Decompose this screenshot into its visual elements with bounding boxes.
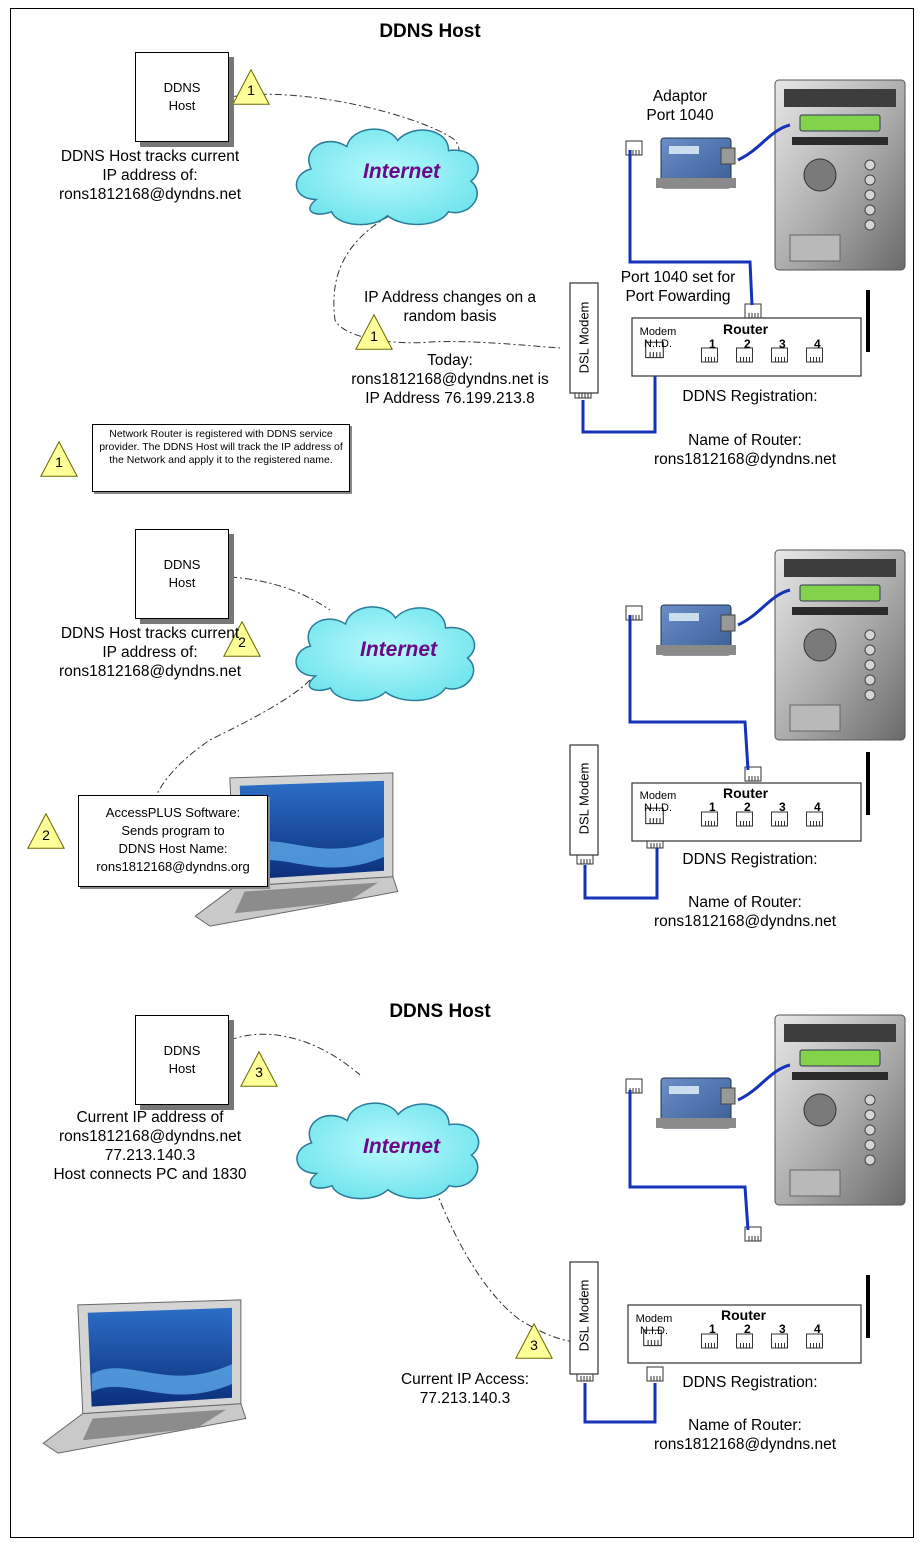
ip-access-label: Current IP Access:77.213.140.3 <box>400 1371 530 1407</box>
step-number: 3 <box>255 1064 263 1080</box>
port-number: 4 <box>814 1322 821 1336</box>
router-label: Router <box>723 321 769 337</box>
port-number: 4 <box>814 800 821 814</box>
ddns-registration-label: DDNS Registration: <box>682 388 818 405</box>
port-number: 3 <box>779 337 786 351</box>
host-label: Host <box>168 98 196 113</box>
adaptor-image <box>655 604 737 656</box>
port-number: 2 <box>744 1322 751 1336</box>
laptop-image <box>42 1299 247 1454</box>
door-panel-image <box>774 1014 906 1206</box>
host-label: DDNS <box>163 80 201 95</box>
port-number: 3 <box>779 800 786 814</box>
ddns-registration-label: DDNS Registration: <box>682 1374 818 1391</box>
port-number: 4 <box>814 337 821 351</box>
router-name-label: Name of Router:rons1812168@dyndns.net <box>653 432 837 468</box>
note-box: Network Router is registered with DDNS s… <box>92 424 350 492</box>
port-number: 3 <box>779 1322 786 1336</box>
adaptor-image <box>655 1077 737 1129</box>
router-label: Router <box>723 785 769 801</box>
step-number: 2 <box>238 634 246 650</box>
dsl-modem-box <box>569 282 599 394</box>
diagram-frame <box>10 8 914 1538</box>
ddns-registration-label: DDNS Registration: <box>682 851 818 868</box>
ddns-host-box: DDNS Host <box>135 52 229 142</box>
port-number: 1 <box>709 1322 716 1336</box>
dsl-modem-label: DSL Modem <box>576 762 592 835</box>
panel-1-graphics <box>40 69 906 477</box>
dsl-modem-box <box>569 1261 599 1375</box>
step-number: 1 <box>370 328 378 344</box>
panel-title: DDNS Host <box>379 21 481 42</box>
router-box <box>631 317 862 377</box>
dsl-modem-label: DSL Modem <box>576 301 592 374</box>
door-panel-image <box>774 549 906 741</box>
port-number: 2 <box>744 337 751 351</box>
internet-label: Internet <box>363 1135 441 1158</box>
panel-title: DDNS Host <box>389 1001 491 1022</box>
rj45-connector <box>625 140 643 156</box>
dsl-modem-box <box>569 744 599 856</box>
rj45-connector <box>744 303 762 319</box>
port-number: 1 <box>709 800 716 814</box>
port-number: 2 <box>744 800 751 814</box>
step-number: 3 <box>530 1337 538 1353</box>
step-number: 2 <box>42 827 50 843</box>
door-panel-image <box>774 79 906 271</box>
router-name-label: Name of Router:rons1812168@dyndns.net <box>653 894 837 930</box>
router-label: Router <box>721 1307 767 1323</box>
panel-2-graphics <box>27 549 906 927</box>
step-number: 1 <box>55 454 63 470</box>
adaptor-image <box>655 137 737 189</box>
connection-line <box>229 93 561 349</box>
port-number: 1 <box>709 337 716 351</box>
internet-label: Internet <box>363 160 441 183</box>
dsl-modem-label: DSL Modem <box>576 1279 592 1352</box>
internet-label: Internet <box>360 638 438 661</box>
step-number: 1 <box>247 82 255 98</box>
panel-3-graphics <box>42 1014 906 1454</box>
router-name-label: Name of Router:rons1812168@dyndns.net <box>653 1417 837 1453</box>
